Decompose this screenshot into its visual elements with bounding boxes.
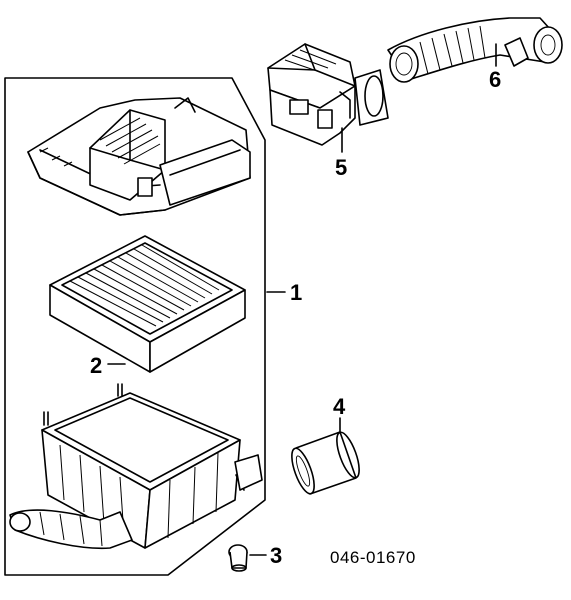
grommet-part[interactable] [228, 544, 248, 572]
air-filter-element[interactable] [49, 235, 246, 373]
air-cleaner-upper-cover[interactable] [27, 97, 251, 216]
intake-hose-short[interactable] [287, 430, 363, 497]
part-code: 046-01670 [330, 548, 416, 567]
air-flow-meter[interactable] [267, 43, 389, 146]
air-cleaner-lower-case[interactable] [9, 383, 263, 550]
callout-4: 4 [333, 394, 346, 419]
callout-6: 6 [489, 67, 501, 92]
callout-3: 3 [270, 543, 282, 568]
callout-1: 1 [290, 280, 302, 305]
assembly-outline [4, 77, 266, 576]
callout-2: 2 [90, 353, 102, 378]
intake-boot[interactable] [387, 17, 563, 83]
callout-5: 5 [335, 155, 347, 180]
